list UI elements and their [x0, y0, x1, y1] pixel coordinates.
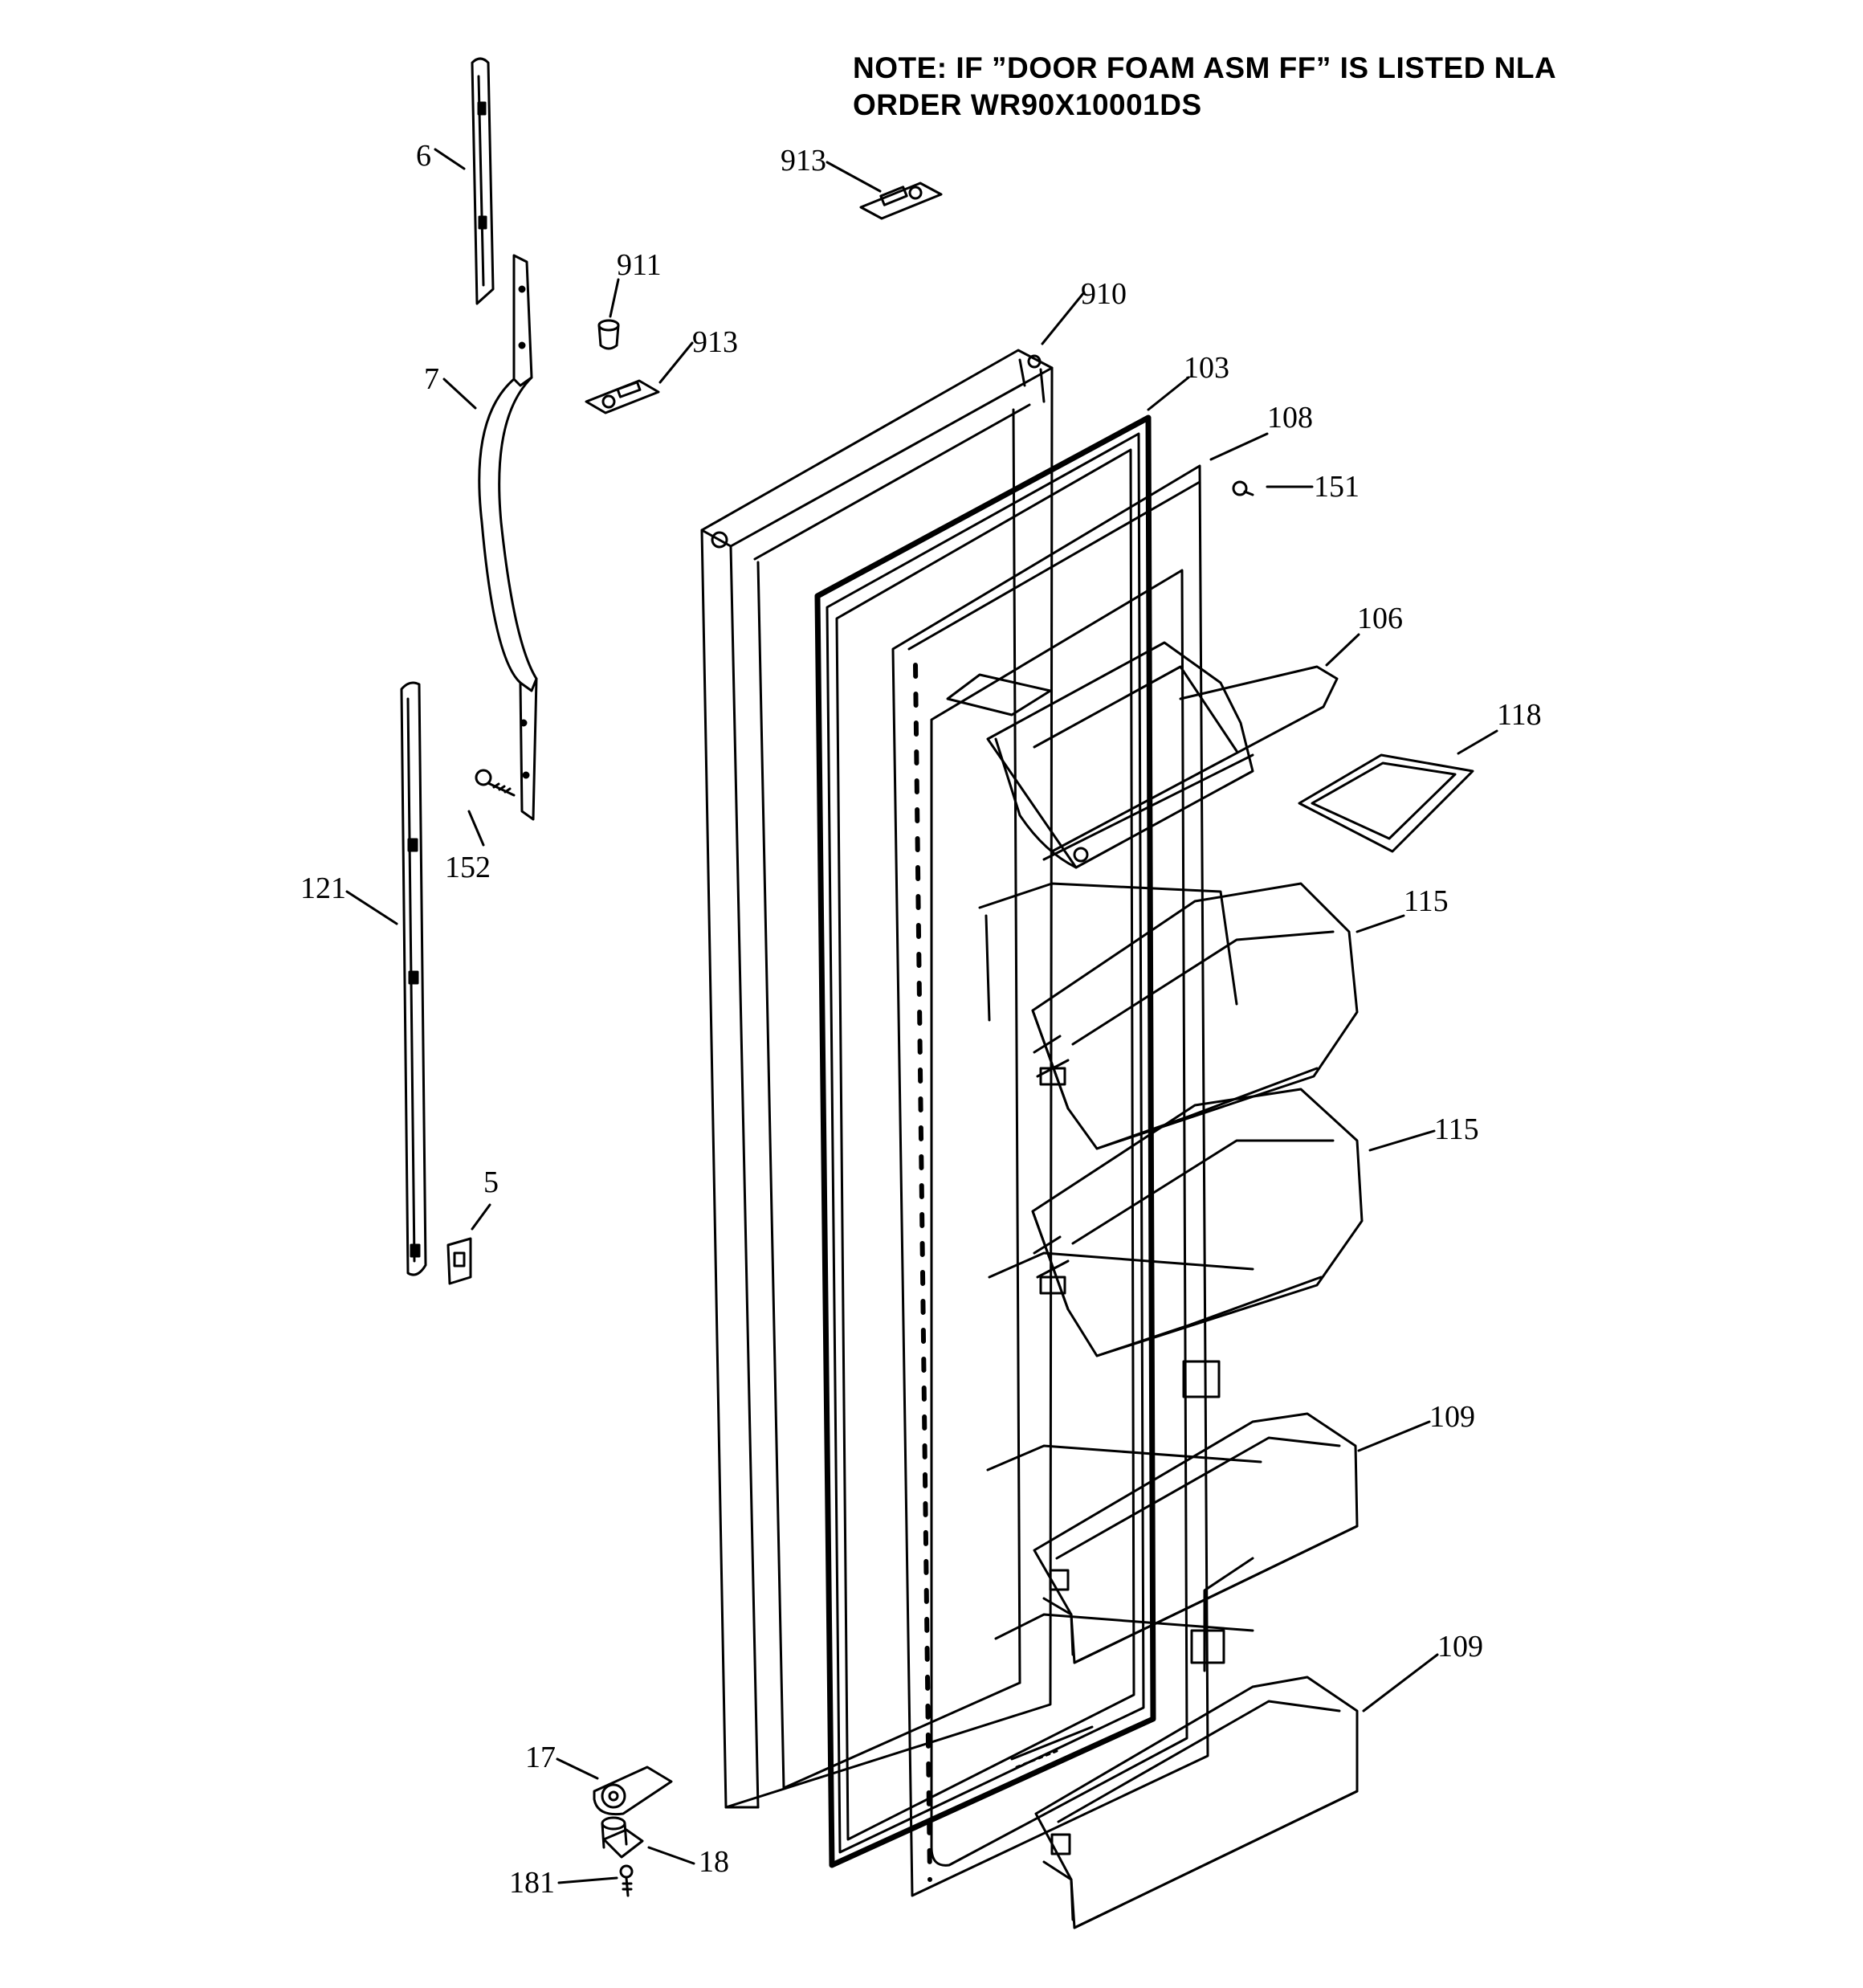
callout-108: 108	[1267, 401, 1313, 435]
callout-5: 5	[483, 1165, 499, 1199]
callout-7: 7	[424, 362, 439, 396]
callout-121: 121	[300, 872, 346, 905]
callout-913-mid: 913	[692, 325, 738, 359]
callout-18: 18	[699, 1845, 729, 1879]
callout-109-lower: 109	[1437, 1630, 1483, 1663]
part-152-screw	[475, 769, 516, 797]
part-910-door-foam-assembly	[700, 349, 1054, 1809]
part-913-cover-plate-mid	[585, 379, 660, 414]
part-6-trim-strip	[471, 57, 495, 305]
leader-lines	[345, 148, 1498, 1884]
callout-115-lower: 115	[1434, 1112, 1479, 1146]
part-911-cap	[597, 319, 620, 350]
part-103-gasket	[814, 414, 1156, 1868]
callout-910: 910	[1081, 277, 1127, 311]
part-109-door-bin-lower	[1034, 1676, 1359, 1929]
part-181-screw	[619, 1864, 634, 1897]
part-115-bin-upper	[1031, 882, 1359, 1150]
part-17-hinge-plate	[593, 1766, 673, 1816]
callout-103: 103	[1184, 351, 1229, 385]
callout-152: 152	[445, 851, 491, 884]
callout-181: 181	[509, 1866, 555, 1900]
callout-109-upper: 109	[1429, 1400, 1475, 1434]
note-line-2: ORDER WR90X10001DS	[853, 88, 1202, 121]
callout-17: 17	[525, 1741, 556, 1774]
callout-913-top: 913	[781, 144, 826, 178]
part-151-screw	[1232, 480, 1254, 496]
part-121-trim-strip	[400, 681, 427, 1276]
part-115-bin-lower	[1031, 1088, 1364, 1357]
part-118-tray	[1298, 753, 1474, 853]
part-913-cover-plate-top	[859, 182, 943, 220]
callout-151: 151	[1314, 470, 1360, 504]
callout-911: 911	[617, 248, 662, 282]
callout-106: 106	[1357, 602, 1403, 635]
note-line-1: NOTE: IF ”DOOR FOAM ASM FF” IS LISTED NL…	[853, 51, 1557, 84]
callout-6: 6	[416, 139, 431, 173]
callout-118: 118	[1497, 698, 1542, 732]
part-5-clip	[446, 1237, 472, 1285]
callout-labels: 6 7 911 913 913 910 103 108 151 106 118 …	[300, 139, 1542, 1900]
note-text: NOTE: IF ”DOOR FOAM ASM FF” IS LISTED NL…	[853, 50, 1556, 124]
callout-115-upper: 115	[1404, 884, 1449, 918]
part-108-door-liner	[891, 464, 1262, 1897]
part-18-hinge-pin	[601, 1816, 644, 1859]
part-7-handle	[478, 254, 538, 821]
part-106-dairy-compartment	[946, 641, 1339, 869]
part-109-door-bin-upper	[1033, 1412, 1359, 1664]
